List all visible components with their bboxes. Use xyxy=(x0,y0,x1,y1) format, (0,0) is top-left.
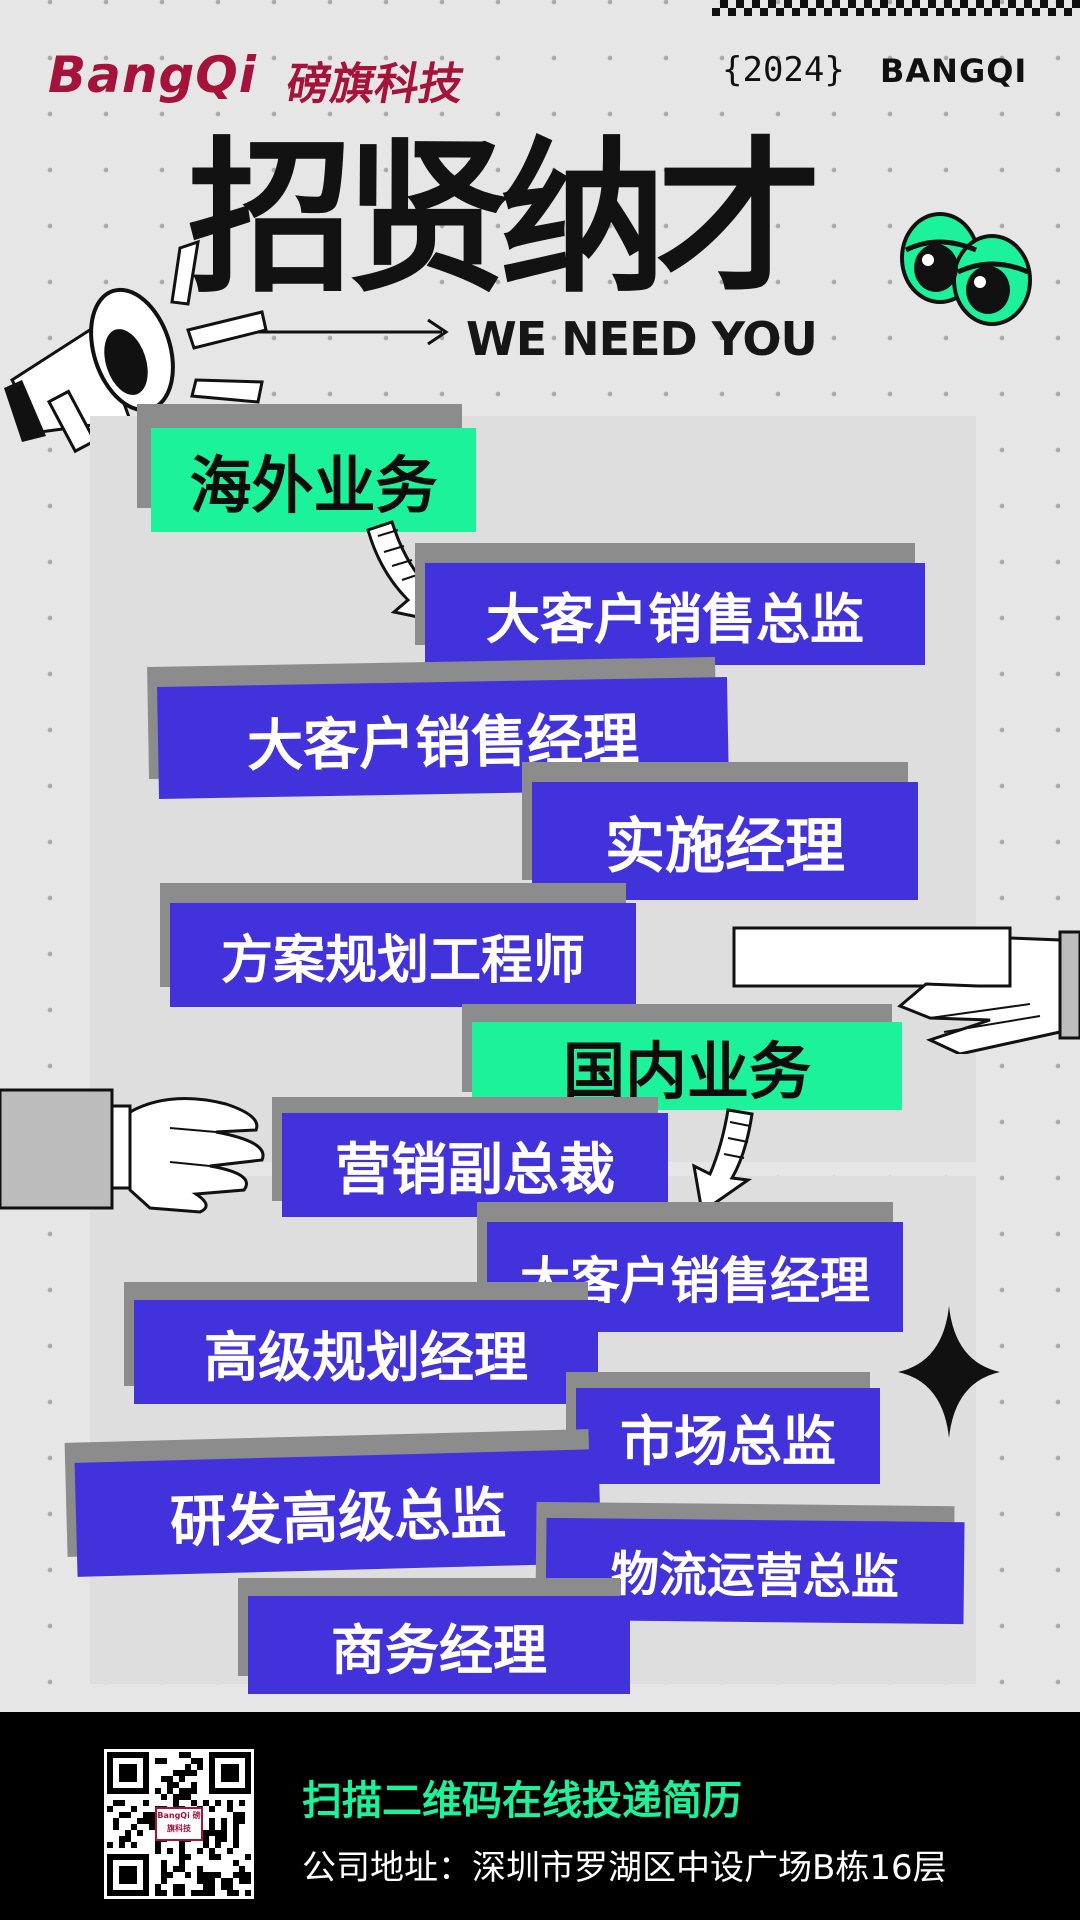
qr-logo: BangQi 磅旗科技 xyxy=(155,1807,203,1841)
year-label: {2024} xyxy=(722,50,845,90)
megaphone-icon xyxy=(4,239,268,454)
headline-subtitle: WE NEED YOU xyxy=(466,312,818,366)
job-title: 商务经理 xyxy=(248,1596,630,1694)
down-arrow-icon xyxy=(692,1108,754,1215)
hand-holding-card-icon xyxy=(732,926,1080,1054)
brand-logo-cn: 磅旗科技 xyxy=(282,59,468,110)
headline-title: 招贤纳才 xyxy=(188,123,822,316)
company-address: 公司地址：深圳市罗湖区中设广场B栋16层 xyxy=(302,1848,947,1888)
eyes-icon xyxy=(900,212,1032,326)
brand-logo-en: BangQi xyxy=(48,46,257,104)
job-title: 市场总监 xyxy=(576,1388,880,1484)
job-title: 营销副总裁 xyxy=(282,1113,668,1217)
job-title: 高级规划经理 xyxy=(134,1300,598,1404)
job-title: 实施经理 xyxy=(532,782,918,900)
sparkle-icon xyxy=(898,1306,1000,1438)
checker-strip xyxy=(712,0,1080,16)
job-title: 研发高级总监 xyxy=(74,1449,602,1577)
qr-pattern xyxy=(107,1752,251,1896)
brand-right-label: BANGQI xyxy=(880,52,1028,90)
cta-text: 扫描二维码在线投递简历 xyxy=(302,1778,742,1824)
job-title: 方案规划工程师 xyxy=(170,903,636,1007)
hand-pointing-icon xyxy=(0,1088,265,1214)
qr-code[interactable]: BangQi 磅旗科技 xyxy=(104,1749,254,1899)
job-title: 大客户销售总监 xyxy=(425,563,925,665)
